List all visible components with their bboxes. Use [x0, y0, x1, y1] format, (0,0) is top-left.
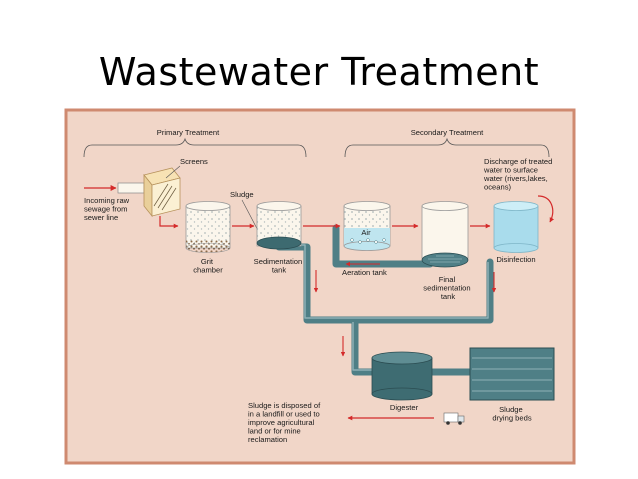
sedimentation-tank-label: Sedimentation tank [254, 257, 305, 275]
screens-label: Screens [180, 157, 208, 166]
disinfection-tank [493, 201, 539, 253]
primary-treatment-label: Primary Treatment [157, 128, 220, 137]
final-sedimentation-tank [421, 201, 469, 268]
grit-chamber [185, 201, 231, 253]
digester-label: Digester [390, 403, 419, 412]
sludge-pipes [275, 224, 494, 376]
secondary-treatment-label: Secondary Treatment [411, 128, 484, 137]
grit-chamber-label: Grit chamber [193, 257, 223, 275]
screens-box [143, 167, 181, 218]
primary-brace [83, 137, 307, 158]
discharge-arrow [537, 195, 555, 223]
air-label: Air [361, 228, 371, 237]
final-sedimentation-label: Final sedimentation tank [423, 275, 472, 301]
aeration-tank-label: Aeration tank [342, 268, 387, 277]
incoming-label: Incoming raw sewage from sewer line [84, 196, 131, 222]
sedimentation-tank [256, 201, 302, 250]
secondary-brace [344, 137, 550, 158]
screens-leader [165, 165, 181, 179]
drying-beds-label: Sludge drying beds [492, 405, 531, 423]
discharge-label: Discharge of treated water to surface wa… [483, 157, 555, 192]
digester [371, 351, 433, 401]
inlet-pipe [117, 182, 145, 194]
screens-to-grit-arrow [159, 216, 179, 229]
aeration-tank [343, 201, 391, 251]
drying-beds [469, 347, 555, 401]
sludge-top-label: Sludge [230, 190, 254, 199]
disinfection-label: Disinfection [496, 255, 535, 264]
sludge-disposal-label: Sludge is disposed of in a landfill or u… [248, 401, 322, 444]
truck-icon [443, 412, 465, 425]
slide-title: Wastewater Treatment [98, 50, 540, 94]
